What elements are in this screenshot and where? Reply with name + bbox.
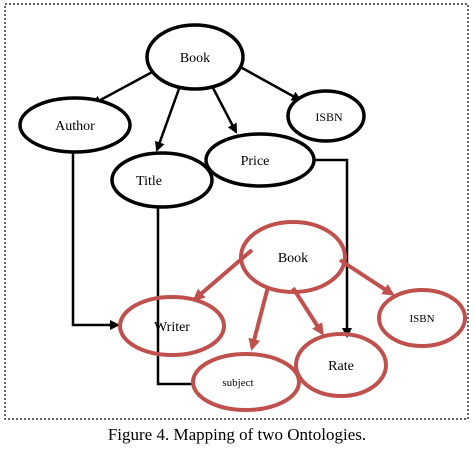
node-a-author [18, 96, 132, 154]
edge-book-author [91, 68, 157, 106]
map-author-writer [71, 146, 120, 330]
map-title-subject [156, 202, 193, 386]
label-a-price: Price [241, 154, 270, 169]
node-a-book [145, 23, 245, 91]
node-a-isbn [286, 89, 366, 143]
edge-b-book-isbn [338, 258, 395, 296]
ontology-b-labels: Book Writer subject Rate ISBN [154, 251, 435, 389]
label-b-subject: subject [222, 377, 253, 389]
label-b-rate: Rate [328, 359, 354, 374]
ontology-a-edges [91, 62, 302, 152]
figure-caption: Figure 4. Mapping of two Ontologies. [107, 425, 367, 444]
edge-b-book-writer [192, 248, 254, 301]
node-a-price [204, 132, 316, 188]
edge-book-isbn [234, 62, 302, 102]
edge-book-title [155, 85, 182, 152]
figure-frame [4, 3, 469, 420]
label-a-title: Title [136, 174, 162, 189]
edge-b-book-rate [291, 286, 324, 336]
node-b-isbn [377, 288, 467, 348]
mapping-lines [71, 146, 352, 386]
node-b-book [239, 220, 347, 294]
node-b-rate [294, 332, 388, 398]
label-b-book: Book [278, 251, 308, 266]
edge-b-book-subject [248, 286, 270, 351]
node-b-writer [118, 295, 226, 357]
edge-book-price [210, 85, 238, 134]
ontology-b-nodes [118, 220, 467, 412]
ontology-a-labels: Book Author Title Price ISBN [55, 51, 343, 189]
map-price-rate [315, 158, 352, 338]
node-b-subject [191, 352, 301, 412]
label-a-author: Author [55, 119, 95, 134]
node-a-title [110, 151, 214, 209]
label-b-isbn: ISBN [409, 313, 434, 325]
label-a-book: Book [180, 51, 210, 66]
label-b-writer: Writer [154, 320, 190, 335]
ontology-a-nodes [18, 23, 366, 209]
label-a-isbn: ISBN [315, 110, 343, 124]
